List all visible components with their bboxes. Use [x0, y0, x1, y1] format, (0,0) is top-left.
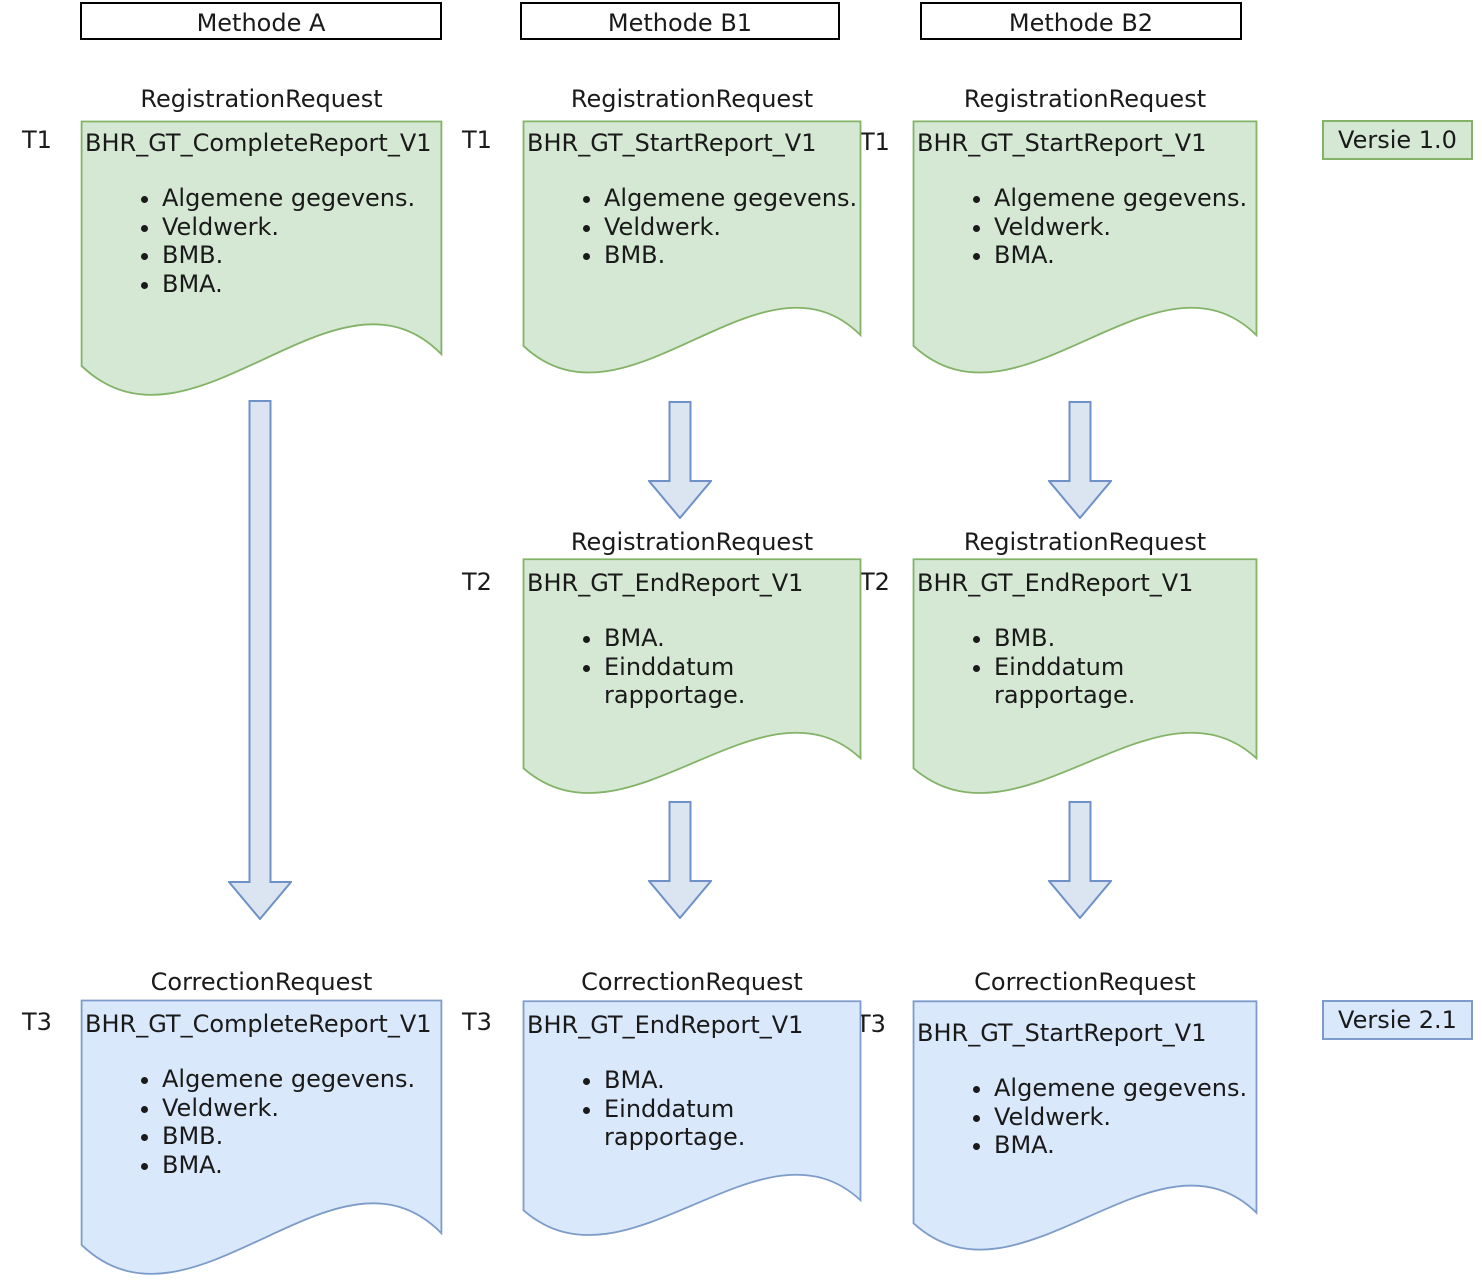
request-type-label: RegistrationRequest: [570, 85, 814, 113]
bullet-item: Einddatum rapportage.: [994, 653, 1258, 710]
report-name: BHR_GT_StartReport_V1: [917, 1019, 1207, 1047]
bullet-item: Algemene gegevens.: [162, 184, 443, 213]
request-type-label: RegistrationRequest: [570, 528, 814, 556]
bullet-item: BMA.: [162, 270, 443, 299]
document-registration: BHR_GT_EndReport_V1 BMB. Einddatum rappo…: [912, 558, 1258, 800]
report-name: BHR_GT_EndReport_V1: [527, 569, 804, 597]
report-name: BHR_GT_EndReport_V1: [527, 1011, 804, 1039]
bullet-item: Veldwerk.: [994, 213, 1258, 242]
bullet-item: Algemene gegevens.: [604, 184, 862, 213]
bullet-list: Algemene gegevens. Veldwerk. BMA.: [912, 1074, 1258, 1160]
report-name: BHR_GT_EndReport_V1: [917, 569, 1194, 597]
bullet-item: BMB.: [994, 624, 1258, 653]
request-type-label: CorrectionRequest: [974, 968, 1196, 996]
bullet-item: BMB.: [162, 1122, 443, 1151]
document-correction: BHR_GT_StartReport_V1 Algemene gegevens.…: [912, 1000, 1258, 1257]
bullet-item: Veldwerk.: [604, 213, 862, 242]
bullet-item: Algemene gegevens.: [162, 1065, 443, 1094]
request-type-label: RegistrationRequest: [963, 85, 1207, 113]
request-type-label: RegistrationRequest: [963, 528, 1207, 556]
bullet-list: Algemene gegevens. Veldwerk. BMB.: [522, 184, 862, 270]
document-shape: [522, 558, 862, 800]
report-name: BHR_GT_CompleteReport_V1: [85, 129, 432, 157]
bullet-item: BMB.: [162, 241, 443, 270]
bullet-list: Algemene gegevens. Veldwerk. BMB. BMA.: [80, 1065, 443, 1179]
time-label: T3: [856, 1010, 886, 1038]
method-header-a: Methode A: [80, 2, 442, 40]
document-shape: [522, 1000, 862, 1242]
time-label: T3: [22, 1008, 52, 1036]
bullet-item: Veldwerk.: [162, 1094, 443, 1123]
bullet-item: BMB.: [604, 241, 862, 270]
time-label: T1: [22, 126, 52, 154]
bullet-item: BMA.: [604, 624, 862, 653]
document-registration: BHR_GT_CompleteReport_V1 Algemene gegeve…: [80, 120, 443, 403]
document-shape: [80, 120, 443, 403]
bullet-list: Algemene gegevens. Veldwerk. BMB. BMA.: [80, 184, 443, 298]
flow-arrow-down-icon: [648, 401, 712, 519]
document-correction: BHR_GT_CompleteReport_V1 Algemene gegeve…: [80, 999, 443, 1282]
flow-arrow-down-icon: [1048, 401, 1112, 519]
bullet-list: BMB. Einddatum rapportage.: [912, 624, 1258, 710]
bullet-item: Algemene gegevens.: [994, 184, 1258, 213]
bullet-item: Algemene gegevens.: [994, 1074, 1258, 1103]
time-label: T1: [462, 126, 492, 154]
document-correction: BHR_GT_EndReport_V1 BMA. Einddatum rappo…: [522, 1000, 862, 1242]
bullet-item: BMA.: [604, 1066, 862, 1095]
document-shape: [80, 999, 443, 1282]
document-registration: BHR_GT_StartReport_V1 Algemene gegevens.…: [522, 120, 862, 380]
bullet-item: BMA.: [994, 241, 1258, 270]
method-header-b1: Methode B1: [520, 2, 840, 40]
request-type-label: RegistrationRequest: [140, 85, 383, 113]
bullet-item: Einddatum rapportage.: [604, 1095, 862, 1152]
time-label: T2: [462, 568, 492, 596]
request-type-label: CorrectionRequest: [150, 968, 373, 996]
bullet-list: BMA. Einddatum rapportage.: [522, 1066, 862, 1152]
document-registration: BHR_GT_StartReport_V1 Algemene gegevens.…: [912, 120, 1258, 380]
document-shape: [522, 120, 862, 380]
report-name: BHR_GT_StartReport_V1: [527, 129, 817, 157]
bullet-item: Einddatum rapportage.: [604, 653, 862, 710]
document-shape: [912, 120, 1258, 380]
document-registration: BHR_GT_EndReport_V1 BMA. Einddatum rappo…: [522, 558, 862, 800]
flow-arrow-down-icon: [228, 400, 292, 920]
bullet-list: BMA. Einddatum rapportage.: [522, 624, 862, 710]
report-name: BHR_GT_StartReport_V1: [917, 129, 1207, 157]
bullet-list: Algemene gegevens. Veldwerk. BMA.: [912, 184, 1258, 270]
time-label: T1: [860, 128, 890, 156]
flow-arrow-down-icon: [1048, 801, 1112, 919]
document-shape: [912, 1000, 1258, 1257]
version-badge-2-1: Versie 2.1: [1322, 1000, 1473, 1040]
bullet-item: Veldwerk.: [994, 1103, 1258, 1132]
bullet-item: BMA.: [994, 1131, 1258, 1160]
bullet-item: BMA.: [162, 1151, 443, 1180]
time-label: T2: [860, 568, 890, 596]
time-label: T3: [462, 1008, 492, 1036]
method-header-b2: Methode B2: [920, 2, 1242, 40]
version-badge-1-0: Versie 1.0: [1322, 120, 1473, 160]
request-type-label: CorrectionRequest: [581, 968, 803, 996]
bullet-item: Veldwerk.: [162, 213, 443, 242]
document-shape: [912, 558, 1258, 800]
flow-arrow-down-icon: [648, 801, 712, 919]
report-name: BHR_GT_CompleteReport_V1: [85, 1010, 432, 1038]
